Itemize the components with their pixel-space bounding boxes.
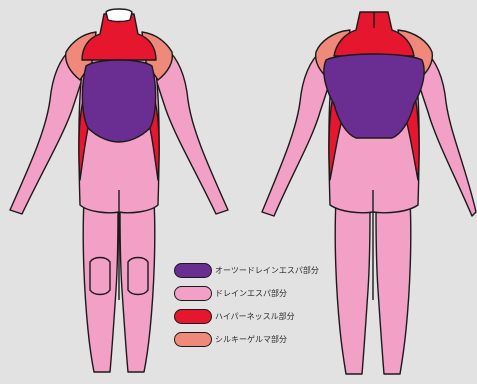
front-collar-yoke [81,13,157,61]
back-left-leg [334,199,371,375]
front-view [9,8,229,373]
back-left-arm [261,49,335,217]
legend-label: ドレインエスパ部分 [215,288,287,298]
back-right-leg [375,199,412,375]
back-right-arm [413,49,477,217]
front-right-knee-pad [127,256,149,296]
pink-swatch [174,285,212,301]
legend-label: シルキーゲルマ部分 [215,334,287,344]
legend-item-salmon: シルキーゲルマ部分 [174,331,319,347]
red-swatch [174,308,212,324]
purple-swatch [174,262,212,278]
legend: オーツードレインエスパ部分 ドレインエスパ部分 ハイパーネッスル部分 シルキーゲ… [174,262,319,347]
legend-label: オーツードレインエスパ部分 [215,265,319,275]
salmon-swatch [174,331,212,347]
front-chest-panel [81,59,157,143]
legend-label: ハイパーネッスル部分 [215,311,295,321]
front-left-knee-pad [89,256,111,296]
back-collar-yoke [333,11,415,57]
legend-item-red: ハイパーネッスル部分 [174,308,319,324]
legend-item-purple: オーツードレインエスパ部分 [174,262,319,278]
back-view [261,11,477,375]
back-panel [323,53,425,139]
front-neck-opening [105,8,133,23]
front-right-arm [151,47,229,215]
front-left-arm [9,47,87,215]
legend-item-pink: ドレインエスパ部分 [174,285,319,301]
